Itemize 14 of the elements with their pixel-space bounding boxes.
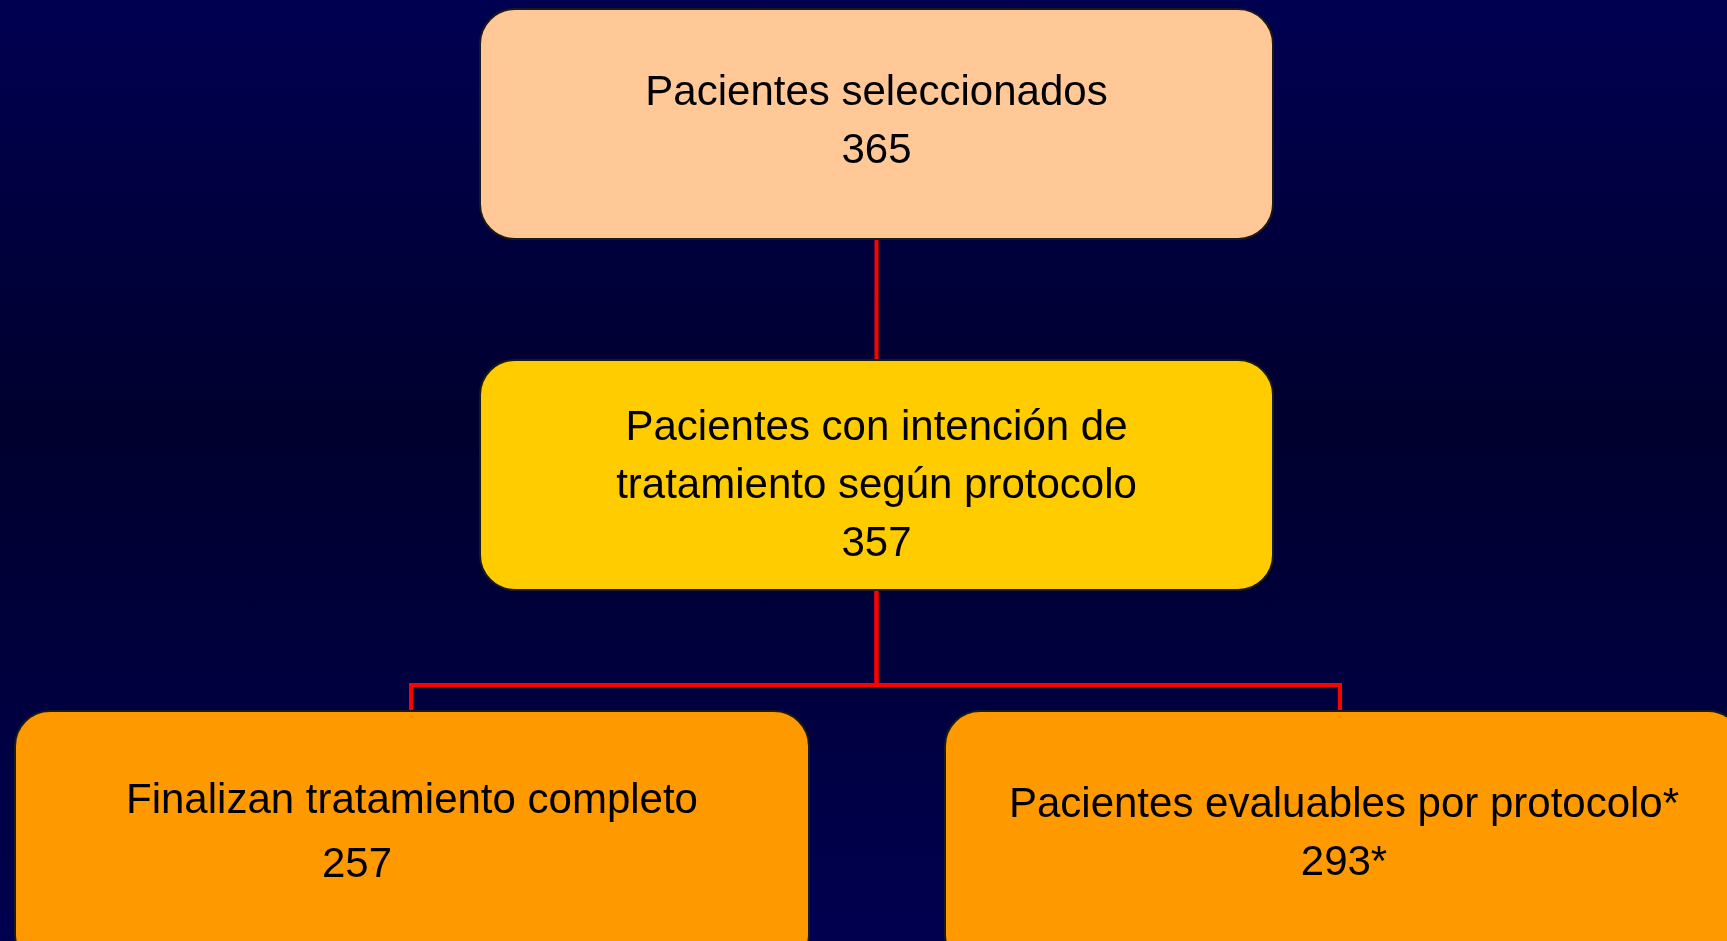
connector-line xyxy=(874,240,879,359)
process-box xyxy=(944,710,1727,941)
box-heading: Finalizan tratamiento completo xyxy=(126,774,698,824)
patient-count: 357 xyxy=(841,517,912,567)
connector-line xyxy=(874,591,1342,710)
patient-count: 293* xyxy=(1300,836,1388,886)
box-heading: Pacientes con intención de tratamiento según protocolo xyxy=(615,401,1138,509)
box-heading: Pacientes seleccionados xyxy=(645,66,1108,116)
process-box xyxy=(14,710,810,941)
box-heading: Pacientes evaluables por protocolo* xyxy=(1008,778,1680,828)
patient-count: 257 xyxy=(321,838,393,888)
process-box xyxy=(479,8,1274,240)
patient-count: 365 xyxy=(841,124,912,174)
process-box xyxy=(479,359,1274,591)
